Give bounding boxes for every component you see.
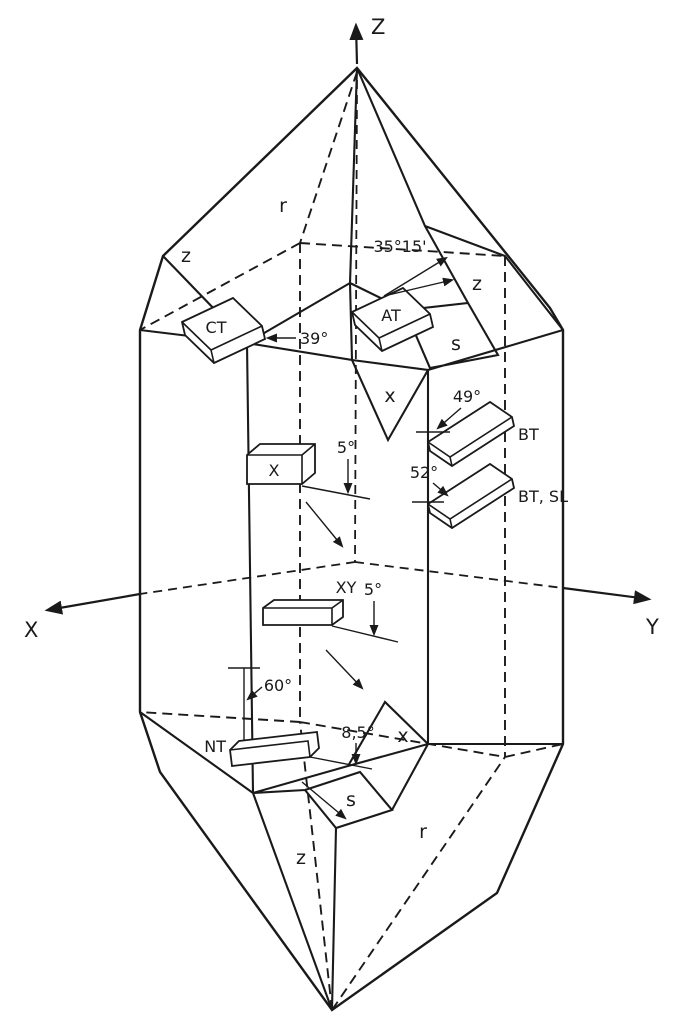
- ct-plate: CT: [180, 296, 267, 365]
- nt-tilt-angle-label: 8,5°: [341, 723, 374, 742]
- y-axis-label: Y: [645, 615, 659, 639]
- face-label-x-top: x: [384, 385, 395, 407]
- xy-plate-body: [262, 599, 344, 626]
- y-axis-arrow: [562, 586, 652, 605]
- bt-sl-angle-label: 52°: [410, 463, 438, 482]
- ct-plate-body: [180, 296, 267, 365]
- face-label-z-bottom: z: [296, 847, 306, 869]
- bt-plate: BT: [426, 400, 539, 468]
- nt-plate: NT: [204, 731, 320, 767]
- face-label-z-top-right: z: [472, 273, 482, 295]
- z-axis-label: Z: [371, 15, 385, 39]
- bt-angle-annotation: 49°: [416, 387, 481, 433]
- at-plate-body: [350, 286, 435, 353]
- face-label-s-bottom: s: [346, 789, 356, 811]
- nt-85-annotation: 8,5°: [301, 723, 375, 820]
- bt-sl-cut-label: BT, SL: [518, 487, 568, 506]
- xy-plate: XY: [262, 578, 357, 626]
- bt-sl-plate-body: [426, 462, 516, 530]
- at-plate: AT: [350, 286, 435, 353]
- x-axis-label: X: [24, 618, 38, 642]
- x-angle-label: 5°: [337, 438, 355, 457]
- x-plate: X: [246, 443, 316, 485]
- bt-angle-arrow: [436, 407, 462, 430]
- xy-angle-reference-line: [331, 625, 399, 643]
- face-label-x-bottom: x: [397, 725, 408, 747]
- at-angle-ray-2: [383, 277, 455, 297]
- face-label-r-bottom: r: [419, 821, 427, 843]
- ct-angle-annotation: 39°: [265, 329, 328, 348]
- hidden-edges: [139, 71, 564, 1011]
- at-angle-annotation: 35°15': [373, 237, 455, 297]
- nt-azimuth-angle-label: 60°: [264, 676, 292, 695]
- face-labels: r z z s x x s r z: [181, 195, 482, 869]
- at-angle-label: 35°15': [373, 237, 426, 256]
- at-angle-ray-1: [383, 256, 448, 297]
- bt-plate-body: [426, 400, 516, 468]
- x-plate-body: [246, 443, 316, 485]
- x-angle-annotation: 5°: [301, 438, 371, 548]
- bt-sl-angle-arrow: [432, 482, 449, 497]
- angle-annotations: 39° 35°15' 49° 52° 5° 5°: [228, 237, 481, 820]
- x-plate-edges: [247, 443, 316, 484]
- ct-angle-label: 39°: [300, 329, 328, 348]
- nt-face-leader-arrow: [301, 781, 347, 820]
- bt-cut-label: BT: [518, 425, 539, 444]
- bt-sl-angle-annotation: 52°: [410, 463, 449, 503]
- ct-cut-label: CT: [206, 318, 227, 337]
- at-plate-edges: [351, 311, 431, 352]
- crystal-edges: [138, 66, 565, 1012]
- x-axis-arrow: [44, 592, 141, 615]
- ct-plate-edges: [181, 321, 263, 364]
- nt-plate-edges: [229, 740, 311, 758]
- cut-plates: CT AT X XY NT BT: [180, 286, 568, 767]
- bt-sl-plate-edges: [427, 478, 513, 529]
- xy-plate-edges: [263, 599, 344, 625]
- xy-angle-annotation: 5°: [325, 580, 399, 690]
- bt-sl-plate: BT, SL: [426, 462, 568, 530]
- bt-angle-label: 49°: [453, 387, 481, 406]
- hidden-edge-lines: [139, 71, 564, 1011]
- bt-plate-edges: [427, 416, 513, 467]
- xy-face-leader-arrow: [325, 649, 364, 690]
- z-axis-arrow: [349, 22, 364, 65]
- xy-angle-label: 5°: [364, 580, 382, 599]
- nt-plate-body: [229, 731, 320, 767]
- face-label-s-top: s: [451, 333, 461, 355]
- x-face-leader-arrow: [305, 501, 344, 548]
- face-label-z-top-left: z: [181, 245, 191, 267]
- x-angle-reference-line: [301, 485, 371, 500]
- nt-angle-reference-line: [309, 756, 373, 770]
- nt-60-arrow: [246, 686, 263, 701]
- crystal-inner-edges: [139, 67, 564, 1011]
- axes: Z X Y: [24, 15, 659, 642]
- xy-cut-label: XY: [336, 578, 357, 597]
- nt-cut-label: NT: [204, 737, 226, 756]
- nt-60-annotation: 60°: [228, 667, 292, 741]
- x-cut-label: X: [269, 461, 280, 480]
- at-cut-label: AT: [381, 306, 401, 325]
- face-label-r-top: r: [279, 195, 287, 217]
